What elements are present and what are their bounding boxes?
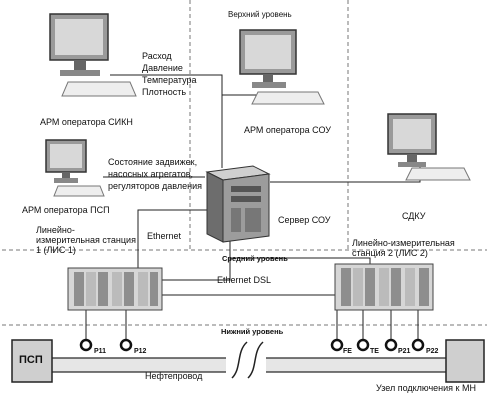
workstation-sou-label: АРМ оператора СОУ [244, 125, 331, 135]
station-lis2-label: Линейно-измерительная станция 2 (ЛИС 2) [352, 238, 455, 258]
sensor-p11-icon [79, 338, 93, 352]
sensor-p21-icon [384, 338, 398, 352]
upper-level-label: Верхний уровень [228, 10, 292, 19]
ethernet-dsl-label: Ethernet DSL [217, 275, 272, 285]
sensor-p12-label: P12 [134, 348, 147, 355]
sensor-te-label: TE [370, 348, 379, 355]
sensor-fe-label: FE [343, 348, 352, 355]
workstation-siikn-icon [49, 13, 137, 97]
param-pumps: насосных агрегатов, [108, 169, 194, 179]
sensor-p22-label: P22 [426, 348, 439, 355]
param-valves: Состояние задвижек, [108, 157, 198, 167]
server-label: Сервер СОУ [278, 215, 331, 225]
sensor-fe-icon [330, 338, 344, 352]
param-flow: Расход [142, 51, 172, 61]
workstation-psp-label: АРМ оператора ПСП [22, 205, 110, 215]
sensor-p11-label: P11 [94, 348, 107, 355]
lis2-rack-icon [334, 263, 434, 311]
param-pressure: Давление [142, 63, 183, 73]
lis1-rack-icon [67, 267, 163, 311]
sensor-p12-icon [119, 338, 133, 352]
param-regulators: регуляторов давления [108, 181, 202, 191]
pipeline-label: Нефтепровод [145, 371, 203, 381]
workstation-psp-icon [45, 139, 105, 197]
param-density: Плотность [142, 87, 187, 97]
server-tower-icon [205, 165, 271, 243]
sensor-p22-icon [411, 338, 425, 352]
workstation-sdku-label: СДКУ [402, 211, 426, 221]
sensor-p21-label: P21 [398, 348, 411, 355]
workstation-siikn-label: АРМ оператора СИКН [40, 117, 133, 127]
lower-level-label: Нижний уровень [221, 327, 284, 336]
param-temperature: Температура [142, 75, 197, 85]
workstation-sdku-icon [387, 113, 471, 181]
ethernet-label: Ethernet [147, 231, 182, 241]
connection-node-label: Узел подключения к МН [376, 383, 476, 393]
sensor-te-icon [356, 338, 370, 352]
station-lis1-label: Линейно-измерительная станция 1 (ЛИС 1) [36, 225, 136, 255]
psp-box-label: ПСП [19, 354, 43, 366]
middle-level-label: Средний уровень [222, 254, 288, 263]
workstation-sou-icon [239, 29, 325, 105]
